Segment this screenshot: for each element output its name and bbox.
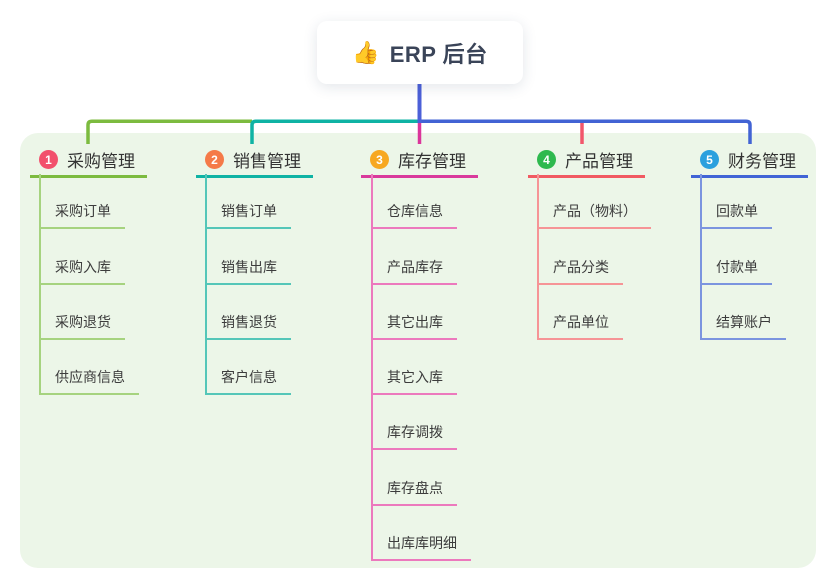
child-node[interactable]: 供应商信息: [41, 340, 139, 396]
child-node-label: 产品分类: [553, 258, 609, 275]
branch-node-title: 财务管理: [728, 152, 796, 172]
child-node-label: 产品（物料）: [553, 203, 637, 220]
branch-children-group: 仓库信息产品库存其它出库其它入库库存调拨库存盘点出库库明细: [371, 174, 471, 562]
branch-number-badge: 1: [39, 150, 58, 170]
child-node[interactable]: 其它出库: [373, 285, 457, 340]
branch-node-1[interactable]: 1 采购管理: [30, 145, 147, 178]
branch-children-group: 产品（物料） 产品分类产品单位: [537, 174, 651, 340]
child-node-label: 采购订单: [55, 203, 111, 220]
child-node[interactable]: 采购订单: [41, 174, 125, 230]
child-node-label: 出库库明细: [387, 535, 457, 552]
child-node[interactable]: 产品分类: [539, 229, 623, 285]
child-node[interactable]: 客户信息: [207, 340, 291, 396]
child-node-label: 采购入库: [55, 258, 111, 275]
child-node[interactable]: 仓库信息: [373, 174, 457, 230]
thumbs-up-icon: 👍: [352, 39, 380, 65]
child-node[interactable]: 结算账户: [702, 285, 786, 340]
child-node[interactable]: 产品（物料）: [539, 174, 651, 230]
child-node[interactable]: 采购退货: [41, 285, 125, 340]
root-node-erp[interactable]: 👍 ERP 后台: [317, 21, 523, 84]
child-node-label: 其它入库: [387, 369, 443, 386]
child-node-label: 付款单: [716, 258, 758, 275]
child-node[interactable]: 销售退货: [207, 285, 291, 340]
child-node[interactable]: 库存盘点: [373, 450, 457, 506]
branch-children-group: 销售订单销售出库销售退货客户信息: [205, 174, 291, 396]
child-node[interactable]: 产品库存: [373, 229, 457, 285]
child-node[interactable]: 出库库明细: [373, 506, 471, 562]
child-node-label: 库存盘点: [387, 479, 443, 496]
child-node-label: 销售退货: [221, 313, 277, 330]
child-node[interactable]: 采购入库: [41, 229, 125, 285]
child-node-label: 销售订单: [221, 203, 277, 220]
branch-children-group: 回款单付款单结算账户: [700, 174, 786, 340]
child-node-label: 供应商信息: [55, 369, 125, 386]
branch-node-title: 产品管理: [565, 152, 633, 172]
child-node-label: 其它出库: [387, 313, 443, 330]
child-node-label: 仓库信息: [387, 203, 443, 220]
child-node-label: 采购退货: [55, 313, 111, 330]
child-node-label: 产品库存: [387, 258, 443, 275]
child-node-label: 产品单位: [553, 313, 609, 330]
child-node-label: 客户信息: [221, 369, 277, 386]
child-node-label: 销售出库: [221, 258, 277, 275]
branch-number-badge: 5: [700, 150, 719, 170]
branch-node-4[interactable]: 4 产品管理: [528, 145, 645, 178]
child-node[interactable]: 销售出库: [207, 229, 291, 285]
child-node-label: 回款单: [716, 203, 758, 220]
child-node[interactable]: 销售订单: [207, 174, 291, 230]
child-node-label: 库存调拨: [387, 424, 443, 441]
branch-number-badge: 4: [537, 150, 556, 170]
branch-number-badge: 2: [205, 150, 224, 170]
branch-node-title: 销售管理: [233, 152, 301, 172]
child-node[interactable]: 库存调拨: [373, 395, 457, 451]
branch-node-title: 库存管理: [398, 152, 466, 172]
child-node[interactable]: 其它入库: [373, 340, 457, 396]
branch-node-title: 采购管理: [67, 152, 135, 172]
branch-node-5[interactable]: 5 财务管理: [691, 145, 808, 178]
branch-node-2[interactable]: 2 销售管理: [196, 145, 313, 178]
child-node-label: 结算账户: [716, 313, 772, 330]
branch-number-badge: 3: [370, 150, 389, 170]
branch-children-group: 采购订单采购入库采购退货供应商信息: [39, 174, 139, 396]
child-node[interactable]: 产品单位: [539, 285, 623, 340]
branches-background-panel: [20, 133, 816, 568]
child-node[interactable]: 回款单: [702, 174, 772, 230]
branch-node-3[interactable]: 3 库存管理: [361, 145, 478, 178]
root-node-title: ERP 后台: [389, 41, 488, 67]
child-node[interactable]: 付款单: [702, 229, 772, 285]
